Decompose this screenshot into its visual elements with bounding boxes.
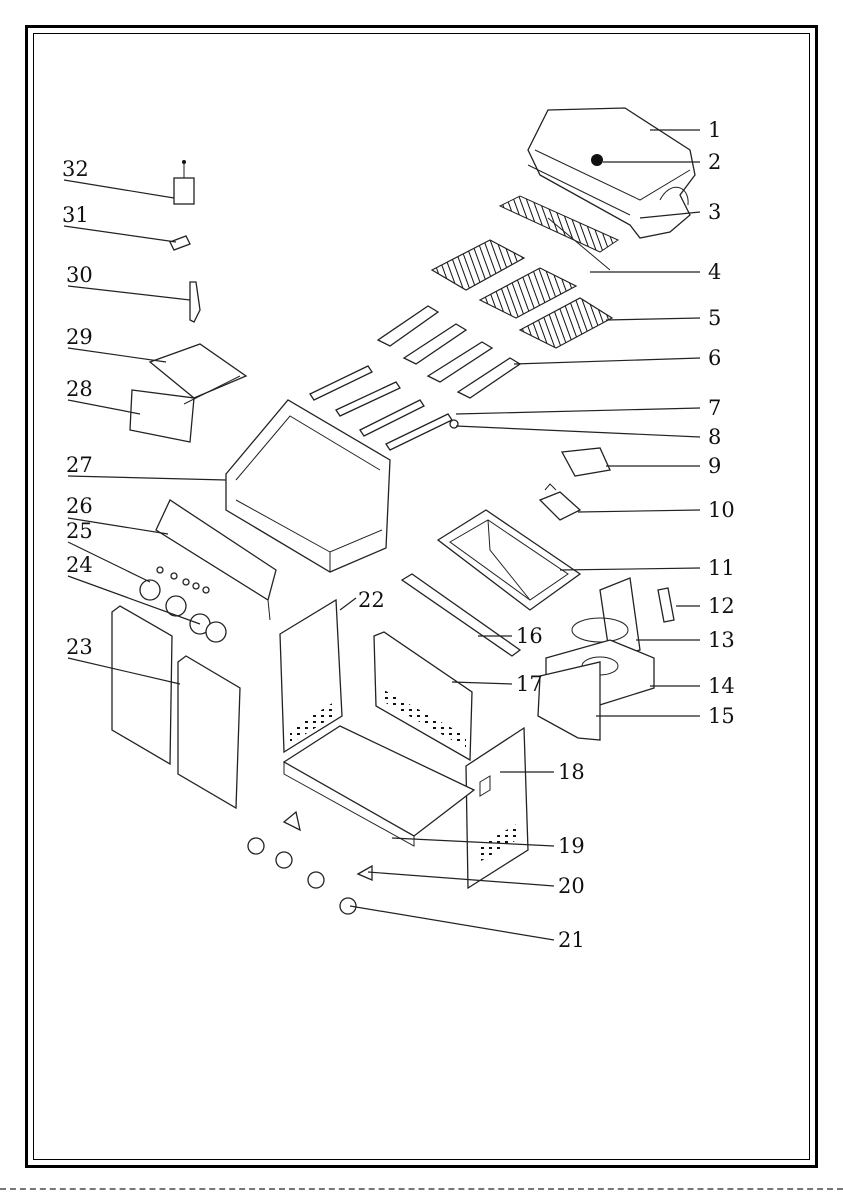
part-back-panel: [374, 632, 472, 760]
part-igniter: [170, 236, 190, 250]
callout-24: 24: [66, 553, 93, 577]
callout-30: 30: [66, 263, 93, 287]
callout-12: 12: [708, 594, 735, 618]
callout-27: 27: [66, 453, 93, 477]
callout-21: 21: [558, 928, 585, 952]
callout-18: 18: [558, 760, 585, 784]
callout-31: 31: [62, 203, 89, 227]
callout-28: 28: [66, 377, 93, 401]
callout-10: 10: [708, 498, 735, 522]
callout-11: 11: [708, 556, 735, 580]
part-corner-bracket: [284, 812, 372, 880]
callout-15: 15: [708, 704, 735, 728]
callout-7: 7: [708, 396, 721, 420]
callout-17: 17: [516, 672, 543, 696]
callout-8: 8: [708, 425, 721, 449]
part-left-side-panel: [280, 600, 342, 752]
callout-2: 2: [708, 150, 721, 174]
part-grease-cup: [562, 448, 610, 476]
callout-20: 20: [558, 874, 585, 898]
callout-1: 1: [708, 118, 721, 142]
callout-23: 23: [66, 635, 93, 659]
part-grease-bracket: [540, 484, 580, 520]
callout-5: 5: [708, 306, 721, 330]
part-grease-tray: [438, 510, 580, 610]
callout-16: 16: [516, 624, 543, 648]
callout-13: 13: [708, 628, 735, 652]
part-thermometer: [591, 154, 603, 166]
callout-25: 25: [66, 519, 93, 543]
callout-22: 22: [358, 588, 385, 612]
part-flame-tamers: [378, 306, 520, 398]
part-casters: [248, 838, 356, 914]
part-firebox: [226, 400, 390, 572]
callout-26: 26: [66, 494, 93, 518]
callout-9: 9: [708, 454, 721, 478]
part-right-side-panel: [466, 728, 528, 888]
callout-6: 6: [708, 346, 721, 370]
callout-14: 14: [708, 674, 735, 698]
part-side-shelf: [130, 344, 246, 442]
page-edge-dash: [0, 1188, 843, 1190]
callout-4: 4: [708, 260, 721, 284]
callout-32: 32: [62, 157, 89, 181]
part-tool-hook: [190, 282, 200, 322]
callout-3: 3: [708, 200, 721, 224]
callout-29: 29: [66, 325, 93, 349]
callout-19: 19: [558, 834, 585, 858]
part-label-plate: [174, 160, 194, 204]
